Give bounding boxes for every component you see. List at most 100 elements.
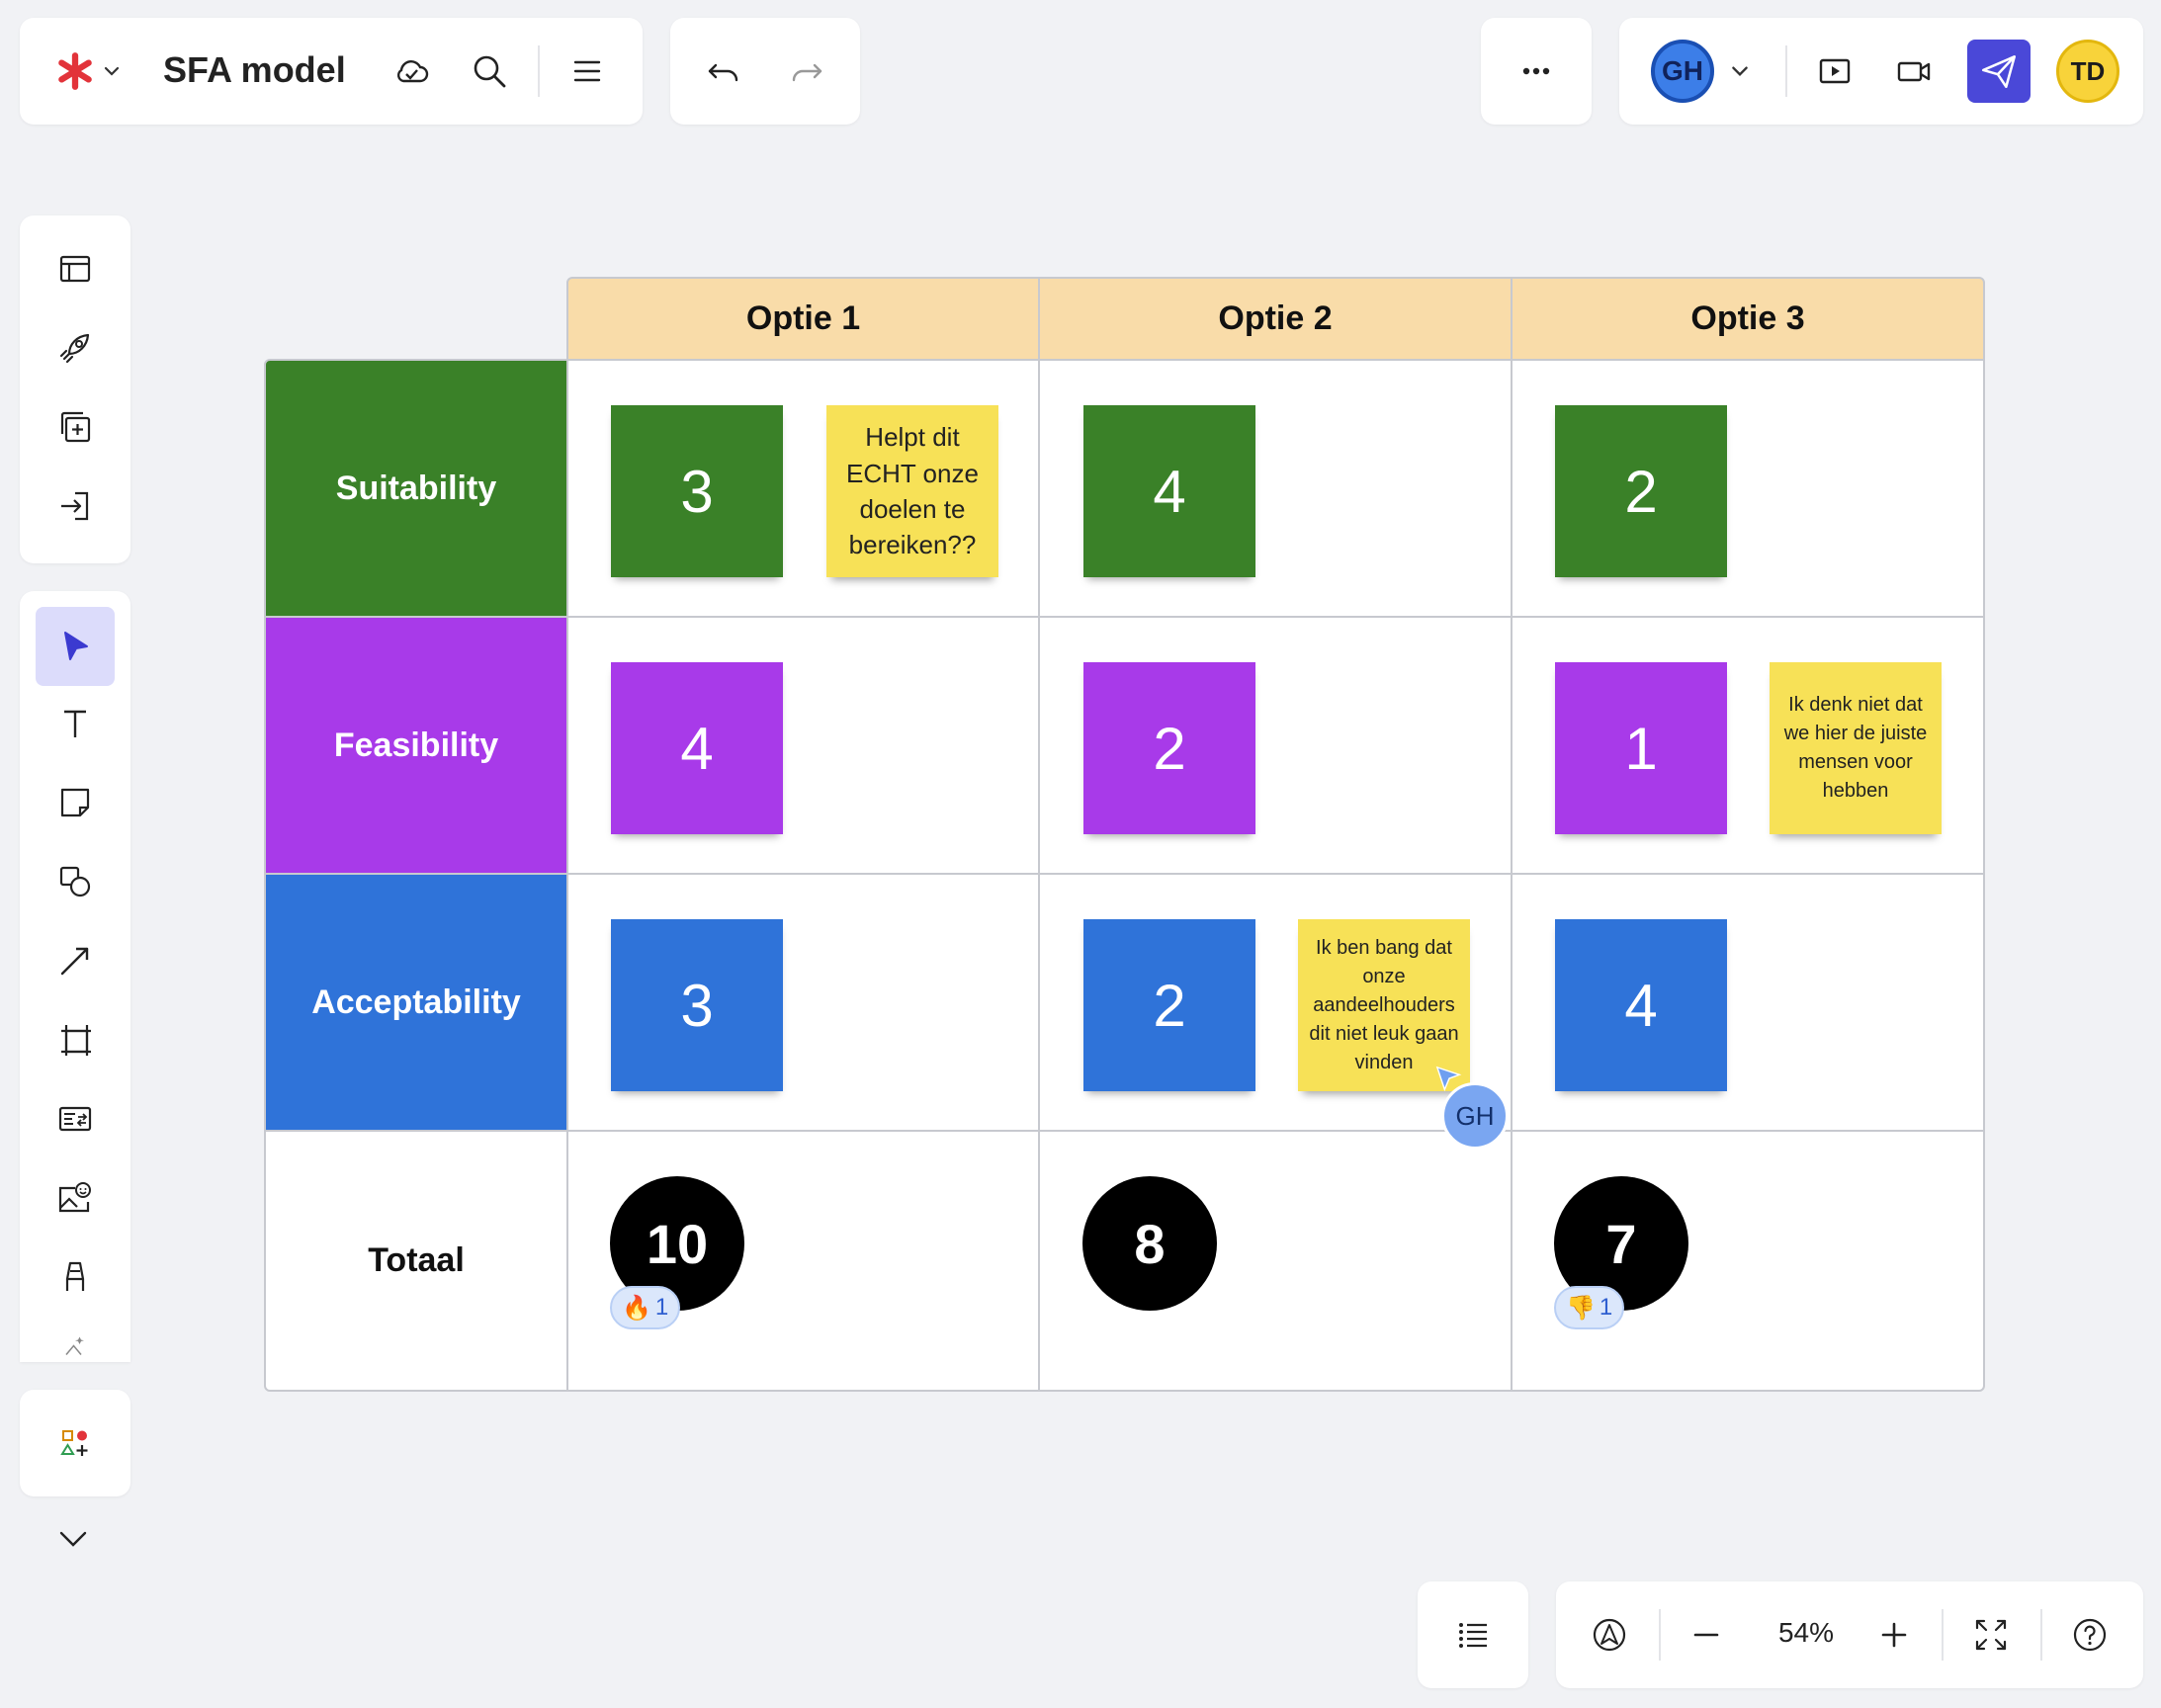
- zoom-level[interactable]: 54%: [1777, 1617, 1835, 1648]
- fire-icon: 🔥: [622, 1294, 651, 1322]
- share-button[interactable]: [1967, 40, 2031, 103]
- import-icon[interactable]: [43, 474, 107, 538]
- score-sticky-acceptability-optie-2[interactable]: 2: [1083, 919, 1255, 1091]
- column-header-optie-3[interactable]: Optie 3: [1511, 277, 1985, 361]
- history-toolbar: [670, 18, 860, 125]
- more-toolbar: [1481, 18, 1592, 125]
- thumbs-down-icon: 👎: [1566, 1294, 1596, 1322]
- sticky-note-icon[interactable]: [43, 771, 107, 834]
- score-sticky-feasibility-optie-2[interactable]: 2: [1083, 662, 1255, 834]
- row-header-acceptability[interactable]: Acceptability: [264, 873, 568, 1132]
- board-title[interactable]: SFA model: [163, 49, 346, 90]
- chevron-down-icon: [104, 66, 120, 76]
- zoom-in-icon[interactable]: [1862, 1603, 1926, 1666]
- column-header-optie-2[interactable]: Optie 2: [1038, 277, 1513, 361]
- row-header-label: Totaal: [368, 1241, 465, 1279]
- reaction-badge-thumbs-down[interactable]: 👎 1: [1554, 1286, 1625, 1329]
- more-horizontal-icon[interactable]: [1505, 40, 1568, 103]
- reaction-count: 1: [1599, 1294, 1613, 1321]
- score-value: 4: [680, 715, 714, 782]
- column-header-label: Optie 3: [1690, 299, 1805, 337]
- toolbar-divider: [1785, 45, 1787, 97]
- current-user-avatar[interactable]: GH: [1651, 40, 1714, 103]
- collaborator-initials: GH: [1455, 1100, 1495, 1131]
- owner-avatar[interactable]: TD: [2056, 40, 2119, 103]
- redo-icon[interactable]: [775, 40, 838, 103]
- score-sticky-feasibility-optie-1[interactable]: 4: [611, 662, 783, 834]
- left-toolbar-top: [20, 215, 130, 563]
- score-sticky-acceptability-optie-3[interactable]: 4: [1555, 919, 1727, 1091]
- column-header-label: Optie 2: [1218, 299, 1333, 337]
- total-value: 7: [1605, 1212, 1637, 1275]
- chevron-down-icon[interactable]: [1718, 40, 1762, 103]
- row-header-totaal[interactable]: Totaal: [264, 1130, 568, 1392]
- arrow-icon[interactable]: [43, 929, 107, 992]
- score-value: 2: [1153, 972, 1186, 1039]
- reaction-badge-fire[interactable]: 🔥 1: [610, 1286, 681, 1329]
- note-text: Ik ben bang dat onze aandeelhouders dit …: [1309, 936, 1459, 1073]
- pen-icon[interactable]: [43, 1245, 107, 1309]
- score-value: 3: [680, 458, 714, 525]
- row-header-label: Suitability: [335, 469, 497, 507]
- toolbar-divider: [538, 45, 540, 97]
- video-icon[interactable]: [1882, 40, 1945, 103]
- score-value: 2: [1153, 715, 1186, 782]
- row-header-feasibility[interactable]: Feasibility: [264, 616, 568, 875]
- collapse-toolbar-chevron-icon[interactable]: [42, 1506, 105, 1570]
- text-icon[interactable]: [43, 692, 107, 755]
- row-header-label: Acceptability: [311, 982, 521, 1021]
- present-icon[interactable]: [1803, 40, 1866, 103]
- undo-icon[interactable]: [692, 40, 755, 103]
- collaborator-cursor-icon: [1435, 1066, 1462, 1092]
- zoom-panel: 54%: [1556, 1581, 2143, 1688]
- total-value: 10: [646, 1212, 709, 1275]
- left-toolbar-main: [20, 591, 130, 1362]
- score-sticky-acceptability-optie-1[interactable]: 3: [611, 919, 783, 1091]
- comment-note-suitability[interactable]: Helpt dit ECHT onze doelen te bereiken??: [826, 405, 998, 577]
- total-circle-optie-1[interactable]: 10: [610, 1176, 744, 1311]
- fit-screen-icon[interactable]: [1959, 1603, 2023, 1666]
- add-board-icon[interactable]: [43, 395, 107, 459]
- column-header-optie-1[interactable]: Optie 1: [566, 277, 1040, 361]
- toolbar-divider: [1659, 1609, 1661, 1661]
- score-value: 4: [1624, 972, 1658, 1039]
- score-sticky-suitability-optie-3[interactable]: 2: [1555, 405, 1727, 577]
- card-icon[interactable]: [43, 1087, 107, 1151]
- zoom-out-icon[interactable]: [1675, 1603, 1738, 1666]
- navigation-icon[interactable]: [1578, 1603, 1641, 1666]
- outline-panel: [1418, 1581, 1528, 1688]
- score-sticky-suitability-optie-2[interactable]: 4: [1083, 405, 1255, 577]
- note-text: Ik denk niet dat we hier de juiste mense…: [1783, 694, 1928, 802]
- comment-note-acceptability[interactable]: Ik ben bang dat onze aandeelhouders dit …: [1298, 919, 1470, 1091]
- more-tools-icon[interactable]: [43, 1324, 107, 1364]
- total-circle-optie-2[interactable]: 8: [1082, 1176, 1217, 1311]
- menu-icon[interactable]: [556, 40, 619, 103]
- score-value: 4: [1153, 458, 1186, 525]
- row-header-suitability[interactable]: Suitability: [264, 359, 568, 618]
- score-sticky-suitability-optie-1[interactable]: 3: [611, 405, 783, 577]
- frame-icon[interactable]: [43, 1008, 107, 1071]
- score-value: 1: [1624, 715, 1658, 782]
- toolbar-divider: [2040, 1609, 2042, 1661]
- score-sticky-feasibility-optie-3[interactable]: 1: [1555, 662, 1727, 834]
- logo-asterisk-icon[interactable]: [43, 40, 132, 103]
- help-icon[interactable]: [2058, 1603, 2121, 1666]
- frames-icon[interactable]: [43, 237, 107, 300]
- outline-list-icon[interactable]: [1441, 1603, 1505, 1666]
- image-icon[interactable]: [43, 1166, 107, 1230]
- shape-library-icon[interactable]: [43, 1411, 107, 1475]
- current-user-initials: GH: [1662, 55, 1703, 86]
- cloud-check-icon[interactable]: [380, 40, 443, 103]
- shapes-icon[interactable]: [43, 850, 107, 913]
- total-value: 8: [1134, 1212, 1166, 1275]
- search-icon[interactable]: [458, 40, 521, 103]
- note-text: Helpt dit ECHT onze doelen te bereiken??: [846, 422, 979, 560]
- toolbar-divider: [1942, 1609, 1944, 1661]
- collaborator-avatar: GH: [1441, 1082, 1509, 1150]
- sfa-board: Optie 1 Optie 2 Optie 3 Suitability Feas…: [264, 277, 1986, 1392]
- rocket-icon[interactable]: [43, 316, 107, 380]
- comment-note-feasibility[interactable]: Ik denk niet dat we hier de juiste mense…: [1770, 662, 1942, 834]
- share-send-icon: [1981, 55, 2017, 89]
- reaction-count: 1: [654, 1294, 669, 1321]
- select-icon[interactable]: [36, 607, 115, 686]
